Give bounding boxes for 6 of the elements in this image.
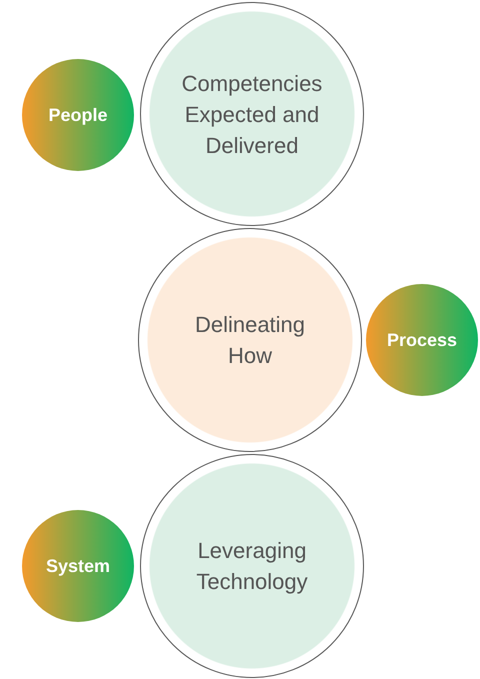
node-text: Competencies Expected and Delivered [180, 70, 324, 160]
node-text: Process [386, 330, 458, 350]
node-text: Leveraging Technology [195, 537, 309, 596]
node-text: Delineating How [194, 311, 306, 370]
node-text: System [46, 556, 110, 576]
node-text: People [48, 104, 108, 126]
